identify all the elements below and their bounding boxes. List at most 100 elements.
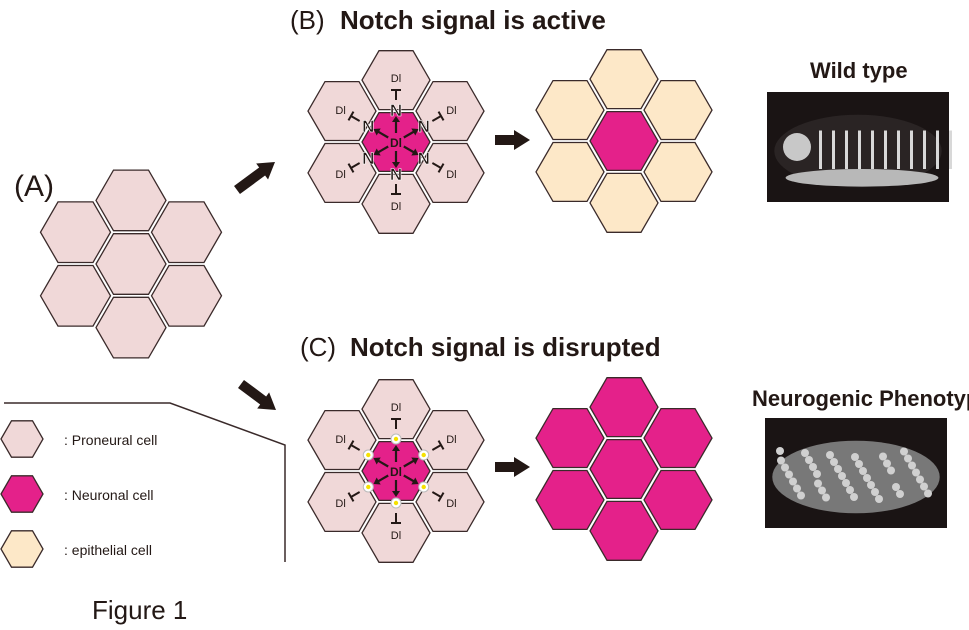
legend-label: : Neuronal cell (64, 487, 154, 503)
cell-neuronal (589, 438, 659, 500)
neural-cell-cluster (850, 493, 858, 501)
neural-cell-cluster (855, 460, 863, 468)
inhibit-bar (437, 492, 445, 502)
neural-cell-cluster (818, 486, 826, 495)
neural-cell-cluster (863, 474, 871, 482)
cell-proneural (95, 233, 167, 295)
ligand-dl-label: Dl (335, 498, 345, 510)
neural-cell-cluster (776, 447, 784, 455)
neural-cell-cluster (822, 493, 830, 502)
neural-cell-cluster (900, 447, 908, 456)
cell-proneural (415, 409, 485, 471)
panel-b-label: (B) (290, 5, 325, 35)
neural-cell-cluster (920, 482, 928, 491)
dl-arrow (376, 474, 389, 483)
arrowhead (392, 116, 400, 122)
cell-proneural (307, 80, 377, 142)
inhibit-bar (437, 440, 445, 450)
inhibit-bar (437, 111, 445, 121)
cell-neuronal (589, 110, 659, 172)
neural-cell-cluster (777, 456, 785, 465)
panel-b-result-cluster (535, 49, 713, 233)
cell-epithelial (535, 79, 605, 141)
neural-cell-cluster (851, 453, 859, 461)
inhibit-line (431, 444, 442, 451)
neural-cell-cluster (924, 489, 932, 498)
panel-c-label: (C) (300, 332, 336, 362)
cell-proneural (150, 264, 223, 327)
embryo-segment (858, 130, 861, 169)
neurogenic-photo (765, 418, 947, 528)
neural-cell-cluster (875, 495, 883, 503)
dl-arrow (403, 145, 416, 154)
inhibit-line (431, 491, 442, 498)
ligand-dl-label: Dl (335, 169, 345, 181)
legend-item-neuronal: : Neuronal cell (0, 475, 154, 513)
notch-receptor-label: N (390, 165, 402, 184)
neural-cell-cluster (916, 475, 924, 484)
cell-epithelial (535, 141, 605, 203)
legend-swatch-epithelial (0, 530, 44, 568)
neural-cell-cluster (883, 459, 891, 468)
neural-cell-cluster (797, 491, 805, 500)
cell-proneural (307, 471, 377, 533)
arrow-c-result (495, 457, 530, 477)
cell-proneural (307, 142, 377, 204)
legend-label: : epithelial cell (64, 542, 152, 558)
embryo-segment (884, 130, 887, 169)
wild-type-title: Wild type (810, 58, 908, 83)
embryo-segment (936, 130, 939, 169)
embryo-segment (949, 130, 952, 169)
neural-cell-cluster (892, 483, 900, 491)
cell-proneural (361, 379, 431, 440)
neural-cell-cluster (834, 465, 842, 473)
cell-neuronal (589, 500, 659, 561)
arrowhead (373, 128, 381, 136)
arrowhead (373, 457, 381, 465)
legend-swatch-proneural (0, 420, 44, 458)
neural-cell-cluster (801, 449, 809, 457)
legend-border (4, 402, 286, 562)
neural-cell-cluster (908, 461, 916, 470)
dl-arrow (403, 459, 416, 468)
center-dl-label: Dl (390, 136, 402, 150)
arrow-a-to-b (234, 162, 275, 195)
inhibit-line (350, 491, 361, 498)
dl-arrow (376, 459, 389, 468)
cell-proneural (95, 296, 167, 359)
panel-a-label: (A) (14, 170, 54, 203)
arrowhead (392, 491, 400, 497)
ligand-dl-label: Dl (446, 169, 456, 181)
cell-proneural (361, 173, 431, 234)
neural-cell-cluster (912, 468, 920, 477)
neural-cell-cluster (830, 458, 838, 466)
cell-neuronal (535, 407, 605, 469)
neural-cell-cluster (904, 454, 912, 463)
cell-proneural (361, 50, 431, 111)
arrowhead (411, 128, 419, 136)
cell-neuronal (361, 111, 431, 173)
embryo-body (772, 440, 940, 514)
neural-cell-cluster (846, 486, 854, 494)
dl-arrow (403, 474, 416, 483)
center-dl-label: Dl (390, 465, 402, 479)
ligand-dl-label: Dl (391, 530, 401, 542)
embryo-segment (897, 130, 900, 169)
cell-epithelial (589, 49, 659, 110)
inhibit-line (350, 115, 361, 122)
panel-c-input-cluster (307, 379, 485, 563)
cell-proneural (95, 169, 167, 232)
embryo-segment (845, 130, 848, 169)
neural-cell-cluster (781, 463, 789, 472)
neural-cell-cluster (785, 470, 793, 479)
blocked-receptor-dot (366, 484, 371, 490)
cell-neuronal (643, 407, 713, 469)
neural-cell-cluster (814, 479, 822, 488)
dl-arrow (403, 130, 416, 139)
neural-cell-cluster (809, 463, 817, 471)
inhibit-bar (347, 163, 355, 173)
neural-cell-cluster (887, 466, 895, 475)
inhibit-line (431, 115, 442, 122)
